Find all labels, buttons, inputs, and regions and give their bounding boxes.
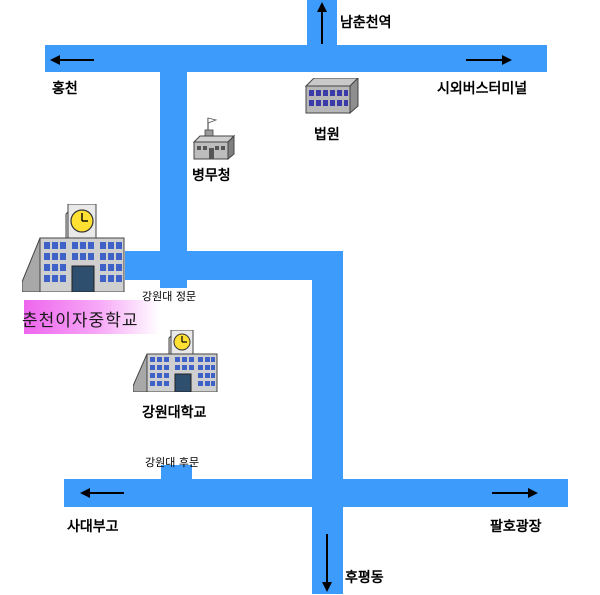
road-connector-main-gate — [160, 280, 187, 288]
label-north: 남춘천역 — [340, 15, 392, 31]
label-back-gate: 강원대 후문 — [145, 456, 200, 469]
label-east-top: 시외버스터미널 — [437, 81, 528, 97]
road-connector-back-gate — [161, 465, 192, 479]
arrow-left-icon — [80, 488, 124, 498]
label-east-bottom: 팔호광장 — [490, 519, 542, 535]
clock-building-icon — [22, 204, 125, 292]
arrow-up-icon — [317, 2, 327, 44]
court-building-icon — [304, 78, 359, 114]
clock-building-icon — [133, 330, 218, 392]
arrow-down-icon — [322, 534, 332, 592]
arrow-right-icon — [492, 488, 538, 498]
label-west-top: 홍천 — [52, 81, 78, 97]
road-middle-horizontal — [125, 251, 343, 280]
road-top-horizontal — [45, 45, 547, 72]
arrow-left-icon — [50, 55, 94, 65]
arrow-right-icon — [466, 55, 512, 65]
school-highlight — [24, 300, 160, 334]
label-school: 춘천이자중학교 — [22, 311, 139, 331]
label-main-gate: 강원대 정문 — [142, 290, 197, 303]
flag-building-icon — [192, 117, 236, 160]
road-bottom-horizontal — [64, 479, 568, 507]
label-south: 후평동 — [345, 570, 384, 586]
label-university: 강원대학교 — [142, 405, 207, 421]
label-west-bottom: 사대부고 — [67, 519, 119, 535]
label-military: 병무청 — [192, 168, 231, 184]
label-court: 법원 — [314, 127, 340, 143]
road-left-vertical — [160, 72, 187, 280]
